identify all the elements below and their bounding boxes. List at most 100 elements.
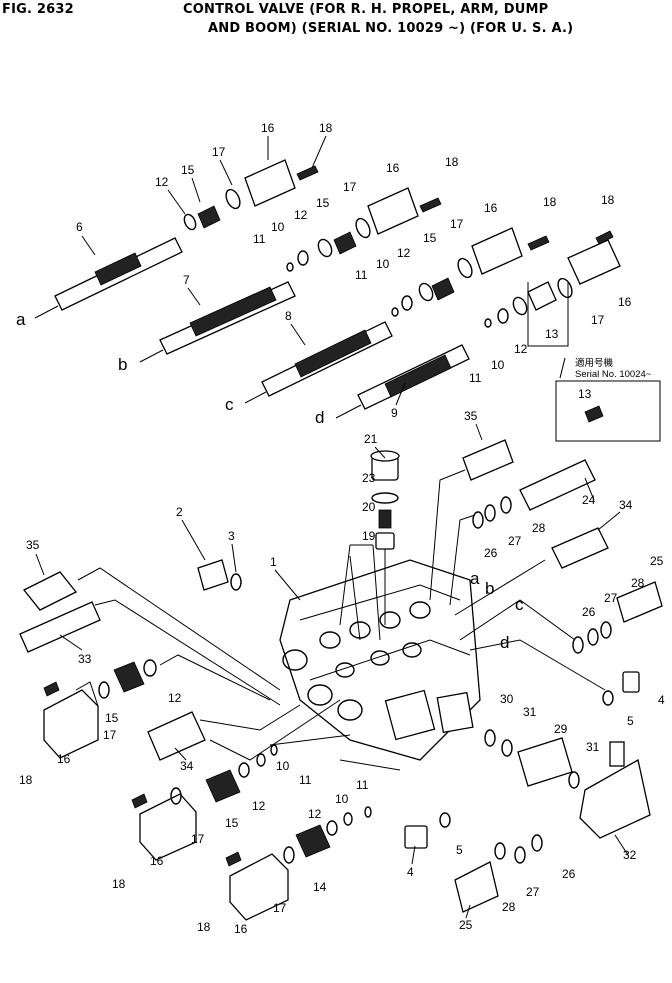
figure-number: FIG. 2632	[2, 2, 74, 17]
svg-text:34: 34	[180, 759, 194, 773]
svg-text:3: 3	[228, 529, 235, 543]
svg-text:10: 10	[376, 257, 390, 271]
svg-text:11: 11	[469, 371, 482, 385]
svg-text:5: 5	[456, 843, 463, 857]
svg-text:18: 18	[601, 193, 615, 207]
svg-text:14: 14	[313, 880, 327, 894]
svg-text:17: 17	[273, 901, 287, 915]
svg-text:16: 16	[57, 752, 71, 766]
svg-text:27: 27	[508, 534, 522, 548]
svg-text:10: 10	[491, 358, 505, 372]
svg-text:16: 16	[618, 295, 632, 309]
upper-small-parts	[183, 159, 621, 328]
svg-text:17: 17	[343, 180, 357, 194]
svg-text:7: 7	[183, 273, 190, 287]
svg-text:16: 16	[261, 121, 275, 135]
svg-text:d: d	[315, 408, 324, 427]
valve-body	[279, 559, 481, 761]
svg-text:11: 11	[355, 268, 368, 282]
svg-text:12: 12	[308, 807, 322, 821]
right-side-parts	[404, 729, 651, 913]
svg-text:21: 21	[364, 432, 378, 446]
svg-text:a: a	[470, 569, 480, 588]
svg-text:10: 10	[335, 792, 349, 806]
svg-text:4: 4	[658, 693, 665, 707]
svg-text:35: 35	[464, 409, 478, 423]
svg-text:10: 10	[271, 220, 285, 234]
svg-text:34: 34	[619, 498, 633, 512]
svg-text:6: 6	[76, 220, 83, 234]
leader-lines	[35, 135, 629, 919]
svg-text:27: 27	[604, 591, 618, 605]
svg-text:16: 16	[150, 854, 164, 868]
svg-text:25: 25	[459, 918, 473, 932]
svg-text:16: 16	[386, 161, 400, 175]
svg-text:23: 23	[362, 471, 376, 485]
svg-text:12: 12	[514, 342, 528, 356]
inset-part-number: 13	[578, 387, 592, 401]
svg-text:18: 18	[197, 920, 211, 934]
svg-text:10: 10	[276, 759, 290, 773]
spool-8	[244, 321, 393, 404]
svg-text:12: 12	[294, 208, 308, 222]
svg-text:26: 26	[582, 605, 596, 619]
svg-text:12: 12	[168, 691, 182, 705]
svg-text:31: 31	[586, 740, 600, 754]
svg-text:18: 18	[543, 195, 557, 209]
callouts: 16 18 17 15 12 6 16 18 17 15 12 10 11 16…	[16, 121, 665, 936]
svg-text:27: 27	[526, 885, 540, 899]
svg-text:26: 26	[484, 546, 498, 560]
svg-text:8: 8	[285, 309, 292, 323]
svg-text:26: 26	[562, 867, 576, 881]
spool-9	[335, 344, 470, 419]
svg-text:d: d	[500, 633, 509, 652]
svg-text:12: 12	[155, 175, 169, 189]
svg-text:18: 18	[112, 877, 126, 891]
spool-6	[34, 237, 183, 319]
svg-text:a: a	[16, 310, 26, 329]
svg-text:16: 16	[234, 922, 248, 936]
svg-text:28: 28	[631, 576, 645, 590]
svg-text:5: 5	[627, 714, 634, 728]
svg-text:33: 33	[78, 652, 92, 666]
svg-text:b: b	[118, 355, 127, 374]
svg-text:c: c	[225, 395, 234, 414]
svg-text:35: 35	[26, 538, 40, 552]
svg-text:12: 12	[397, 246, 411, 260]
svg-text:12: 12	[252, 799, 266, 813]
spool-7	[139, 281, 296, 363]
svg-text:28: 28	[502, 900, 516, 914]
svg-text:30: 30	[500, 692, 514, 706]
svg-text:15: 15	[225, 816, 239, 830]
svg-text:11: 11	[299, 773, 312, 787]
svg-text:19: 19	[362, 529, 376, 543]
svg-text:c: c	[515, 595, 524, 614]
lower-left-parts	[98, 659, 401, 864]
svg-text:15: 15	[105, 711, 119, 725]
svg-text:18: 18	[19, 773, 33, 787]
svg-text:17: 17	[591, 313, 605, 327]
svg-text:13: 13	[545, 327, 559, 341]
svg-text:11: 11	[253, 232, 266, 246]
svg-text:16: 16	[484, 201, 498, 215]
inset-japanese-caption: 適用号機	[575, 357, 614, 369]
svg-text:20: 20	[362, 500, 376, 514]
svg-text:4: 4	[407, 865, 414, 879]
svg-text:17: 17	[212, 145, 226, 159]
svg-text:9: 9	[391, 406, 398, 420]
svg-text:1: 1	[270, 555, 277, 569]
svg-text:28: 28	[532, 521, 546, 535]
svg-text:32: 32	[623, 848, 637, 862]
left-side-parts	[19, 559, 301, 761]
center-top-parts	[339, 450, 400, 641]
svg-text:11: 11	[356, 778, 369, 792]
figure-title-line-1: CONTROL VALVE (FOR R. H. PROPEL, ARM, DU…	[183, 2, 549, 17]
upper-right-parts	[429, 439, 663, 706]
inset-box	[527, 282, 661, 442]
svg-text:b: b	[485, 579, 494, 598]
svg-text:18: 18	[319, 121, 333, 135]
svg-text:15: 15	[181, 163, 195, 177]
svg-text:15: 15	[423, 231, 437, 245]
svg-text:17: 17	[450, 217, 464, 231]
